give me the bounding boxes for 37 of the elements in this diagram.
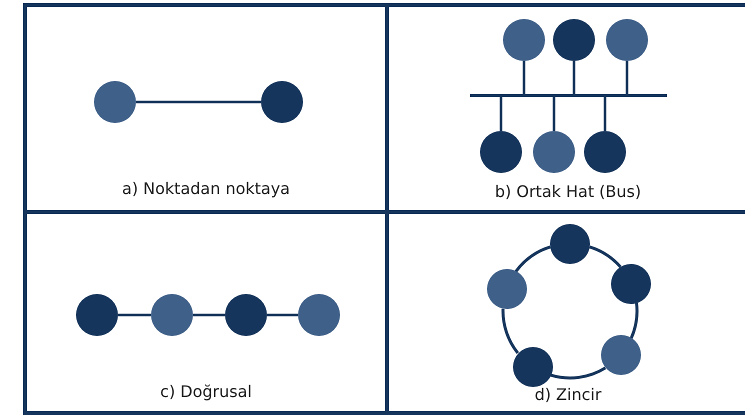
connector-line	[500, 97, 502, 131]
network-node-circle	[261, 81, 303, 123]
ring-connector	[589, 246, 622, 268]
connector-line	[604, 97, 606, 131]
connector-line	[136, 100, 261, 104]
network-node-circle	[600, 334, 641, 375]
connector-line	[626, 61, 628, 94]
network-node-circle	[553, 19, 595, 61]
network-node-circle	[225, 294, 267, 336]
network-node-circle	[550, 224, 590, 264]
network-node-circle	[480, 131, 522, 173]
connector-line	[118, 314, 151, 316]
bus-line	[470, 94, 667, 97]
ring-connector	[550, 366, 606, 380]
ring-connector	[630, 302, 638, 339]
network-node-circle	[512, 346, 553, 387]
network-node-circle	[76, 294, 118, 336]
network-node-circle	[533, 131, 575, 173]
network-node-circle	[298, 294, 340, 336]
network-node-circle	[606, 19, 648, 61]
network-node-circle	[584, 131, 626, 173]
panel-caption: d) Zincir	[534, 385, 602, 404]
network-node-circle	[151, 294, 193, 336]
connector-line	[572, 61, 576, 94]
ring-connector	[502, 308, 520, 354]
panel-caption: c) Doğrusal	[160, 382, 252, 401]
network-node-circle	[94, 81, 136, 123]
panel-caption: a) Noktadan noktaya	[122, 179, 290, 198]
ring-connector	[514, 246, 551, 272]
panel-caption: b) Ortak Hat (Bus)	[494, 182, 642, 201]
connector-line	[267, 314, 298, 316]
connector-line	[522, 61, 526, 94]
network-node-circle	[611, 264, 652, 304]
connector-line	[193, 314, 225, 316]
connector-line	[552, 97, 556, 131]
network-node-circle	[503, 19, 545, 61]
network-node-circle	[486, 269, 527, 310]
